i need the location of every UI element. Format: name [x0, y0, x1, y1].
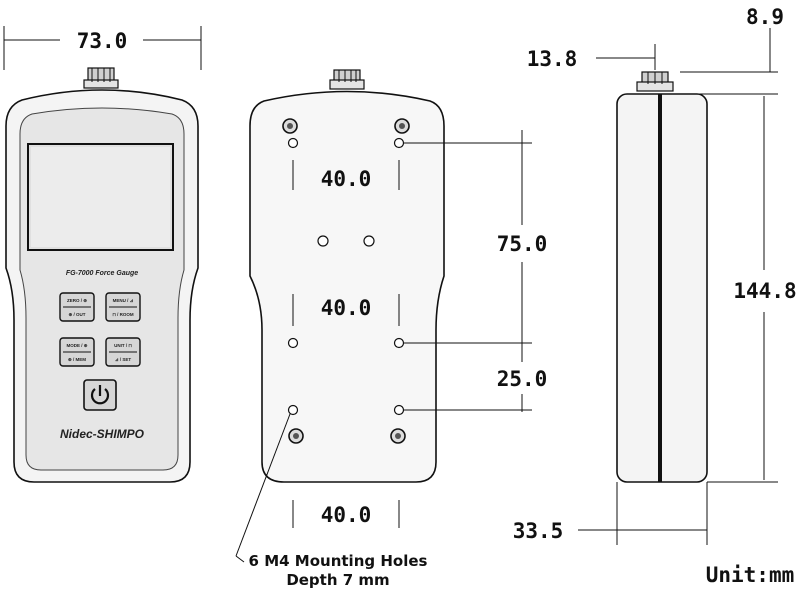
dim-hole-spacing-bottom: 40.0 [321, 503, 372, 527]
mounting-note-line2: Depth 7 mm [286, 571, 389, 589]
back-body-outline [249, 90, 445, 483]
back-view: 40.0 40.0 40.0 75.0 25.0 6 M4 Mounting H… [235, 69, 548, 589]
key-menu-label: MENU / ⊿ [113, 298, 134, 303]
unit-label: Unit:mm [706, 563, 795, 587]
dim-side-connector: 13.8 [527, 47, 578, 71]
mounting-hole [287, 404, 299, 416]
center-hole [317, 235, 329, 247]
center-hole [363, 235, 375, 247]
mounting-hole [287, 137, 299, 149]
dim-side-height: 144.8 [733, 279, 796, 303]
key-mem-label: ⊕ / MEM [68, 357, 86, 362]
key-peak-label: ⊕ / OUT [68, 312, 85, 317]
key-set-label: ⊿ / SET [115, 357, 132, 362]
screw-boss-bottom-left [288, 428, 304, 444]
dim-side-depth: 33.5 [513, 519, 564, 543]
dim-front-width: 73.0 [77, 29, 128, 53]
key-room-label: ⊓ / ROOM [112, 312, 134, 317]
screw-boss-top-left [282, 118, 298, 134]
side-view: 8.9 13.8 144.8 33.5 Unit:mm [513, 5, 797, 587]
mounting-note-line1: 6 M4 Mounting Holes [249, 552, 428, 570]
screw-boss-top-right [394, 118, 410, 134]
keypad: ZERO / ⊕ ⊕ / OUT MENU / ⊿ ⊓ / ROOM MODE … [59, 292, 141, 367]
key-unit-label: UNIT / ⊓ [114, 343, 132, 348]
connector-base [83, 79, 119, 89]
dim-hole-vertical-a: 75.0 [497, 232, 548, 256]
key-zero-label: ZERO / ⊕ [67, 298, 87, 303]
dim-hole-vertical-b: 25.0 [497, 367, 548, 391]
key-mode-label: MODE / ⊕ [66, 343, 87, 348]
case-seam [658, 94, 662, 482]
dim-hole-spacing-mid: 40.0 [321, 296, 372, 320]
mounting-hole [393, 337, 405, 349]
model-label: FG-7000 Force Gauge [66, 270, 138, 277]
mounting-leader-line [235, 413, 291, 557]
mounting-hole [393, 404, 405, 416]
power-button[interactable] [83, 379, 117, 411]
brand-label: Nidec-SHIMPO [60, 427, 145, 441]
power-icon [90, 385, 110, 405]
dim-hole-spacing-top: 40.0 [321, 167, 372, 191]
mounting-hole [393, 137, 405, 149]
screw-boss-bottom-right [390, 428, 406, 444]
dim-side-top: 8.9 [746, 5, 784, 29]
mounting-hole [287, 337, 299, 349]
front-view: 73.0 FG-7000 Force Gauge ZERO / ⊕ ⊕ / OU… [3, 26, 202, 483]
